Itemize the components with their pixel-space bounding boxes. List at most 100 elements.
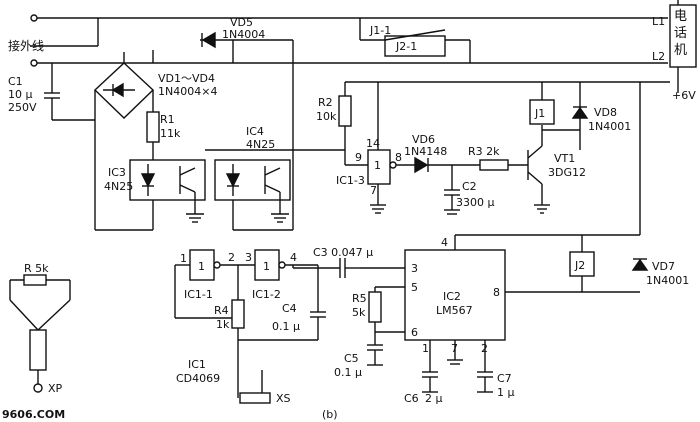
timing-network [414, 156, 528, 215]
label-pin14: 14 [366, 137, 380, 150]
label-r5k: R 5k [24, 262, 49, 275]
label-pin8: 8 [395, 151, 402, 164]
label-c2: C2 [462, 180, 477, 193]
label-external-line: 接外线 [8, 38, 44, 53]
label-vd1-vd4-part: 1N4004×4 [158, 85, 217, 98]
label-vd6: VD6 [412, 133, 435, 146]
label-xp: XP [48, 382, 63, 395]
watermark-text: 9606.COM [2, 408, 65, 421]
label-vd7: VD7 [652, 260, 675, 273]
label-r5: R5 [352, 292, 367, 305]
label-xs: XS [276, 392, 291, 405]
label-c6-value: 2 μ [425, 392, 443, 405]
diode-vd5 [152, 31, 294, 230]
label-ic2-part: LM567 [436, 304, 473, 317]
label-ic2-pin4: 4 [441, 236, 448, 249]
label-ic2-pin8: 8 [493, 286, 500, 299]
label-vd8-part: 1N4001 [588, 120, 631, 133]
external-line-wiring [30, 14, 668, 121]
label-ic2-pin7: 7 [451, 342, 458, 355]
label-figure-b: (b) [322, 408, 338, 421]
gate-ic1-3 [338, 81, 600, 214]
label-ic1-part: CD4069 [176, 372, 220, 385]
label-c2-value: 3300 μ [456, 196, 495, 209]
label-c7-value: 1 μ [497, 386, 515, 399]
label-ic2-pin5: 5 [411, 281, 418, 294]
label-ic2-pin6: 6 [411, 326, 418, 339]
label-phone-1: 电 [674, 9, 687, 24]
label-ic4-part: 4N25 [246, 138, 275, 151]
label-c1: C1 [8, 75, 23, 88]
label-vd1-vd4: VD1～VD4 [158, 72, 215, 85]
label-ic3: IC3 [108, 166, 126, 179]
label-c7: C7 [497, 372, 512, 385]
telephone-box [669, 0, 697, 93]
relay-j2 [569, 235, 649, 292]
label-j2-1: J2-1 [395, 40, 417, 53]
label-vd5: VD5 [230, 16, 253, 29]
label-c5: C5 [344, 352, 359, 365]
label-c1-value: 10 μ [8, 88, 33, 101]
oscillator-ic1 [174, 249, 326, 404]
label-r4-value: 1k [216, 318, 230, 331]
label-c4: C4 [282, 302, 297, 315]
label-gate1: 1 [374, 159, 381, 172]
label-g1-num: 1 [198, 260, 205, 273]
label-ic1: IC1 [188, 358, 206, 371]
label-ic1-1: IC1-1 [184, 288, 213, 301]
relay-contacts-j1-j2 [359, 18, 471, 63]
diode-vd8 [542, 81, 670, 235]
label-g2-out: 4 [290, 251, 297, 264]
label-j1: J1 [534, 107, 545, 120]
bridge-rectifier-vd1-vd4 [93, 52, 155, 230]
label-c3: C3 0.047 μ [313, 246, 373, 259]
label-phone-3: 机 [674, 43, 687, 58]
label-j1-1: J1-1 [369, 24, 391, 37]
label-g1-in: 1 [180, 252, 187, 265]
label-phone-2: 话 [674, 26, 687, 41]
label-ic2-pin2: 2 [481, 342, 488, 355]
label-g1-out: 2 [228, 251, 235, 264]
label-vd8: VD8 [594, 106, 617, 119]
label-plus6v: +6V [672, 89, 696, 102]
label-g2-num: 1 [263, 260, 270, 273]
label-vt1: VT1 [554, 152, 575, 165]
label-ic2-pin3: 3 [411, 262, 418, 275]
label-vd7-part: 1N4001 [646, 274, 689, 287]
label-g2-in: 3 [245, 251, 252, 264]
label-ic2-pin1: 1 [422, 342, 429, 355]
label-c4-value: 0.1 μ [272, 320, 300, 333]
label-l2: L2 [652, 50, 665, 63]
labels: 接外线 C1 10 μ 250V 电 话 机 L1 L2 +6V VD1～VD4… [2, 9, 696, 421]
tone-decoder-ic2 [360, 234, 640, 372]
label-vt1-part: 3DG12 [548, 166, 586, 179]
label-pin9: 9 [355, 151, 362, 164]
optocoupler-ic4 [205, 149, 345, 231]
label-r4: R4 [214, 304, 229, 317]
label-r1: R1 [160, 113, 175, 126]
label-r2: R2 [318, 96, 333, 109]
label-r3: R3 2k [468, 145, 500, 158]
label-ic3-part: 4N25 [104, 180, 133, 193]
label-ic1-3: IC1-3 [336, 174, 365, 187]
label-c5-value: 0.1 μ [334, 366, 362, 379]
label-ic1-2: IC1-2 [252, 288, 281, 301]
label-r2-value: 10k [316, 110, 337, 123]
label-r1-value: 11k [160, 127, 181, 140]
label-ic2: IC2 [443, 290, 461, 303]
label-vd6-part: 1N4148 [404, 145, 447, 158]
label-c1-voltage: 250V [8, 101, 37, 114]
label-j2: J2 [574, 259, 585, 272]
label-l1: L1 [652, 15, 665, 28]
ic2-passives [293, 258, 493, 393]
transistor-vt1 [527, 82, 555, 214]
label-pin7: 7 [370, 184, 377, 197]
optocoupler-ic3 [95, 159, 206, 231]
label-r5-value: 5k [352, 306, 366, 319]
probe-xp [9, 274, 71, 393]
label-vd5-part: 1N4004 [222, 28, 265, 41]
label-c6: C6 [404, 392, 419, 405]
label-ic4: IC4 [246, 125, 264, 138]
